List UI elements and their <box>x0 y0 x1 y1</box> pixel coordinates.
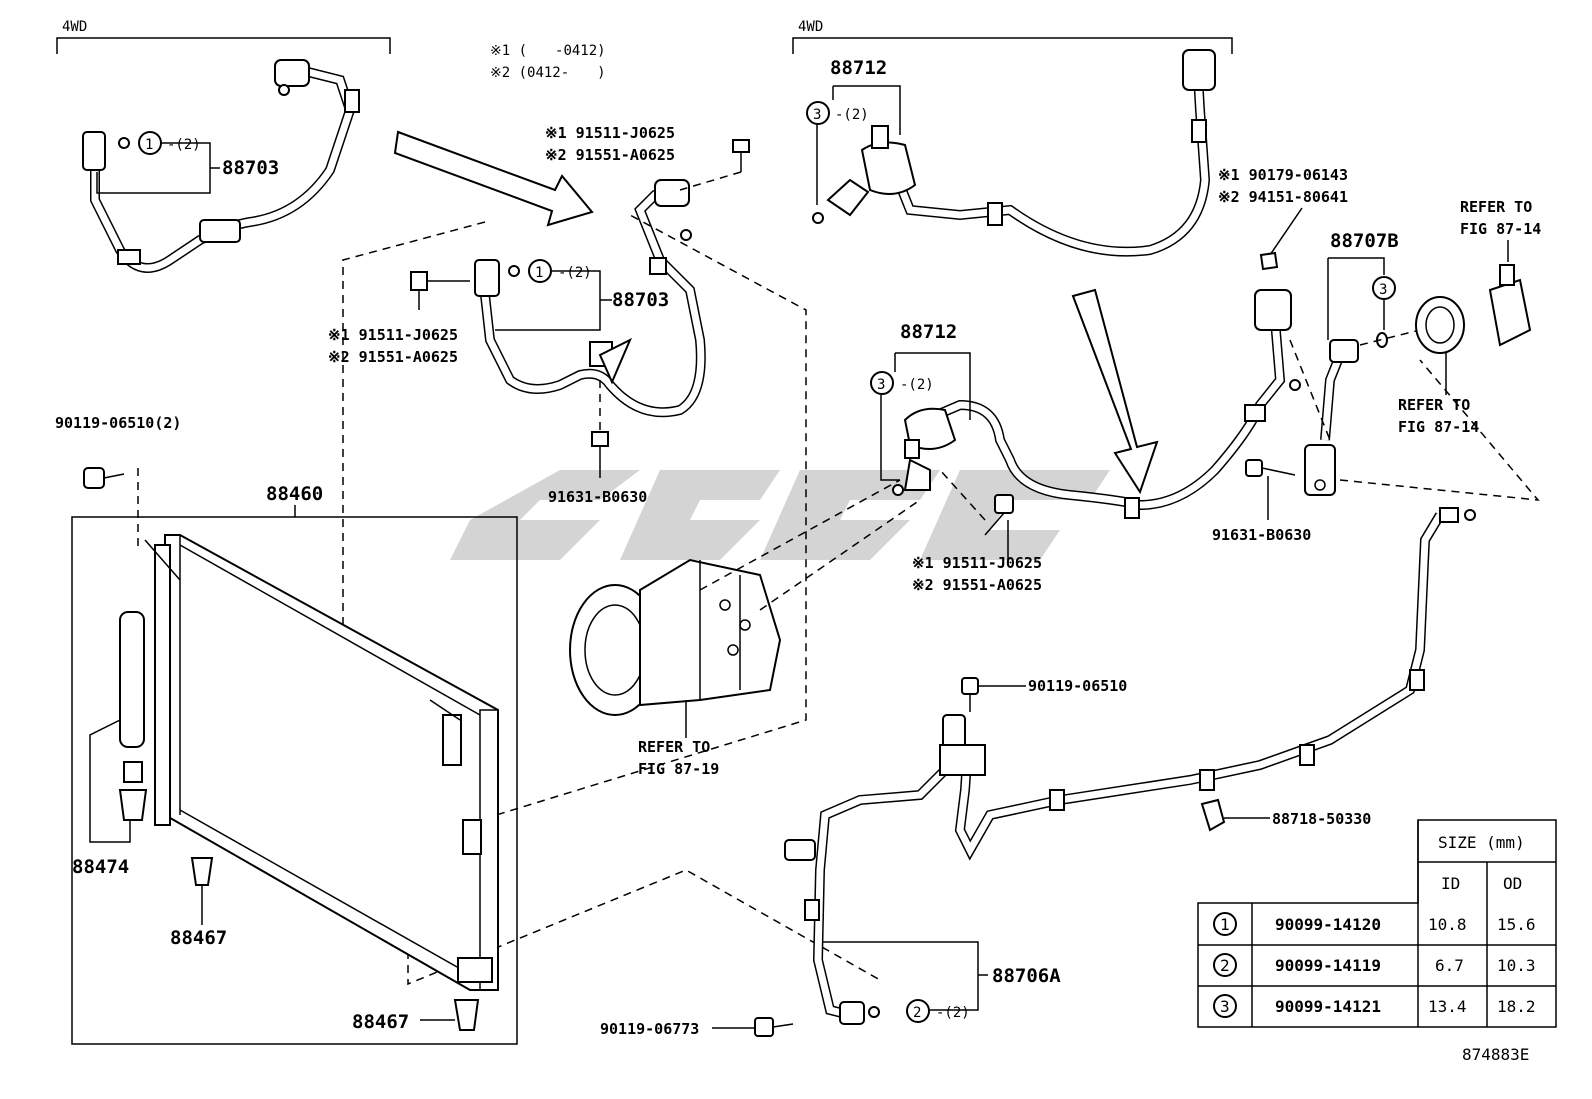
hose-88712-top: 88712 3 -(2) <box>806 49 1216 257</box>
part-88718: 88718-50330 <box>1272 810 1371 828</box>
hose-88707b: 88707B 3 <box>1289 230 1540 501</box>
callout-1-a: 1 <box>145 137 153 153</box>
hose-88712-mid: 88712 3 -(2) <box>870 289 1301 519</box>
part-88703-top: 88703 <box>222 157 279 179</box>
row-id: 6.7 <box>1435 956 1464 975</box>
bolt-90119-06773: 90119-06773 <box>600 1017 794 1038</box>
bolt-spec-mid-2: ※2 91551-A0625 <box>328 348 458 366</box>
refer-fig-87-19-line2: FIG 87-19 <box>638 760 719 778</box>
part-88712-mid: 88712 <box>900 321 957 343</box>
cushion-88467-b: 88467 <box>352 999 480 1033</box>
callout-3-b-qty: -(2) <box>900 377 934 393</box>
bolt-spec-mid-1: ※1 91511-J0625 <box>328 326 458 344</box>
cushion-88467-a: 88467 <box>170 857 227 949</box>
bolt-bottom-middle: ※1 91511-J0625 ※2 91551-A0625 <box>912 469 1042 594</box>
bolt-90119-06510: 90119-06510 <box>961 677 1127 712</box>
bolt-spec-top-1: ※1 91511-J0625 <box>545 124 675 142</box>
right-4wd-label: 4WD <box>798 19 823 35</box>
seal-ring: REFER TO FIG 87-14 <box>1398 296 1479 436</box>
receiver-88474: 88474 <box>72 611 148 878</box>
part-88467-a: 88467 <box>170 927 227 949</box>
size-table-header: SIZE (mm) <box>1438 833 1525 852</box>
compressor: REFER TO FIG 87-19 <box>569 558 782 778</box>
part-88706a: 88706A <box>992 965 1061 987</box>
left-4wd-label: 4WD <box>62 19 87 35</box>
right-4wd-bracket: 4WD <box>792 19 1233 54</box>
callout-3-a-qty: -(2) <box>835 107 869 123</box>
left-4wd-bracket: 4WD <box>56 19 391 54</box>
part-91631-b: 91631-B0630 <box>1212 526 1311 544</box>
size-table: SIZE (mm) ID OD 1 90099-14120 10.8 15.6 … <box>1197 819 1557 1028</box>
row-od: 15.6 <box>1497 915 1536 934</box>
part-91631-a: 91631-B0630 <box>548 488 647 506</box>
bolt-mid-left: ※1 91511-J0625 ※2 91551-A0625 <box>328 271 470 366</box>
callout-1-b-qty: -(2) <box>558 265 592 281</box>
part-88703-mid: 88703 <box>612 289 669 311</box>
bolt-spec-90179-2: ※2 94151-80641 <box>1218 188 1348 206</box>
size-table-col-id: ID <box>1441 874 1460 893</box>
clamp-88718: 88718-50330 <box>1200 798 1371 832</box>
refer-fig-87-14-b-line2: FIG 87-14 <box>1398 418 1479 436</box>
callout-3-c: 3 <box>1379 282 1387 298</box>
row-part: 90099-14120 <box>1275 915 1381 934</box>
dashed-guide-compressor <box>699 479 921 611</box>
part-88460: 88460 <box>266 483 323 505</box>
part-88474: 88474 <box>72 856 129 878</box>
row-od: 10.3 <box>1497 956 1536 975</box>
refer-fig-87-14-a-line2: FIG 87-14 <box>1460 220 1541 238</box>
bolt-spec-bot-2: ※2 91551-A0625 <box>912 576 1042 594</box>
hose-88703-top: 1 -(2) 88703 <box>82 59 360 273</box>
bolt-top-middle: ※1 91511-J0625 ※2 91551-A0625 <box>545 124 750 191</box>
size-table-col-od: OD <box>1503 874 1522 893</box>
bolt-spec-top-2: ※2 91551-A0625 <box>545 146 675 164</box>
bolt-91631-a: 91631-B0630 <box>548 380 647 506</box>
row-id: 10.8 <box>1428 915 1467 934</box>
callout-3-a: 3 <box>813 107 821 123</box>
part-90119-06510-2: 90119-06510(2) <box>55 414 181 432</box>
row-part: 90099-14121 <box>1275 997 1381 1016</box>
bolt-91631-b: 91631-B0630 <box>1212 459 1311 544</box>
note-1: ※1 ( -0412) <box>490 43 606 59</box>
refer-fig-87-14-b-line1: REFER TO <box>1398 396 1470 414</box>
part-88707b: 88707B <box>1330 230 1399 252</box>
direction-arrow-right <box>1071 288 1159 495</box>
size-table-row: 1 90099-14120 10.8 15.6 <box>1213 912 1536 936</box>
note-2: ※2 (0412- ) <box>490 65 606 81</box>
direction-arrow-top <box>393 130 594 227</box>
callout-1-b: 1 <box>535 265 543 281</box>
bolt-spec-bot-1: ※1 91511-J0625 <box>912 554 1042 572</box>
row-mark: 3 <box>1220 997 1230 1016</box>
figure-id: 874883E <box>1462 1045 1529 1064</box>
part-88712-top: 88712 <box>830 57 887 79</box>
row-mark: 1 <box>1220 915 1230 934</box>
row-id: 13.4 <box>1428 997 1467 1016</box>
condenser-88460: 88460 <box>71 483 518 1045</box>
dashed-guide-bottom <box>407 869 881 986</box>
expansion-valve: REFER TO FIG 87-14 <box>1460 198 1541 347</box>
row-part: 90099-14119 <box>1275 956 1381 975</box>
size-table-row: 2 90099-14119 6.7 10.3 <box>1213 953 1536 977</box>
refer-fig-87-14-a-line1: REFER TO <box>1460 198 1532 216</box>
liquid-tube-88706a: 88706A 2 -(2) <box>784 507 1476 1025</box>
bolt-90119-06510-2: 90119-06510(2) <box>55 414 181 550</box>
bolt-spec-90179-1: ※1 90179-06143 <box>1218 166 1348 184</box>
callout-2-a: 2 <box>913 1005 921 1021</box>
callout-2-a-qty: -(2) <box>936 1005 970 1021</box>
row-od: 18.2 <box>1497 997 1536 1016</box>
hose-88703-mid: 1 -(2) 88703 <box>474 179 706 418</box>
part-90119-06510: 90119-06510 <box>1028 677 1127 695</box>
callout-1-a-qty: -(2) <box>167 137 201 153</box>
callout-3-b: 3 <box>877 377 885 393</box>
part-90119-06773: 90119-06773 <box>600 1020 699 1038</box>
size-table-row: 3 90099-14121 13.4 18.2 <box>1213 994 1536 1018</box>
refer-fig-87-19-line1: REFER TO <box>638 738 710 756</box>
part-88467-b: 88467 <box>352 1011 409 1033</box>
bolt-90179: ※1 90179-06143 ※2 94151-80641 <box>1218 166 1348 271</box>
row-mark: 2 <box>1220 956 1230 975</box>
